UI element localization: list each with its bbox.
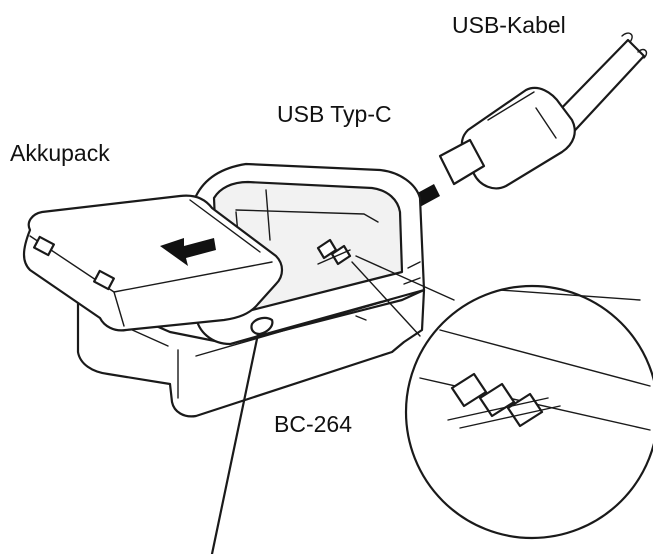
terminal-detail-callout — [351, 255, 653, 540]
battery-pack-label: Akkupack — [10, 140, 110, 166]
usb-cable-label: USB-Kabel — [452, 12, 566, 38]
charger-model-label: BC-264 — [274, 411, 352, 437]
led-leader-line — [210, 332, 260, 554]
battery-pack-illustration — [22, 194, 284, 332]
usb-type-c-label: USB Typ-C — [277, 101, 392, 127]
usb-cable-illustration — [438, 32, 648, 190]
